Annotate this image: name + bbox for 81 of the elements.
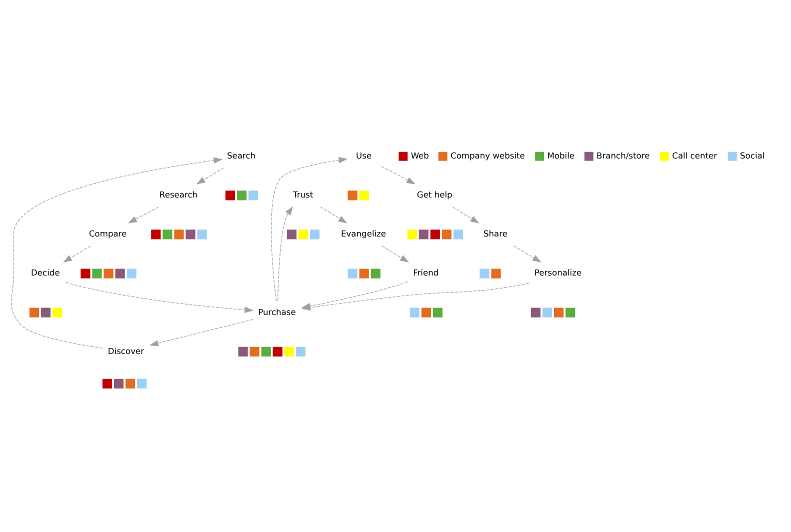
- node-box: [248, 190, 258, 200]
- node-box: [137, 378, 147, 388]
- node-text: Decide: [31, 267, 60, 278]
- legend-label: Branch/store: [596, 150, 650, 160]
- node-box: [359, 190, 369, 200]
- arrow: [271, 156, 348, 301]
- node-text: Research: [159, 189, 198, 200]
- node-box: [432, 307, 443, 317]
- arrow: [301, 280, 408, 309]
- node-text: Use: [356, 150, 372, 160]
- node-text: Trust: [292, 189, 314, 200]
- node-box: [348, 268, 358, 278]
- arrow: [320, 206, 348, 223]
- arrow: [11, 156, 223, 348]
- arrow: [149, 318, 254, 346]
- node-box: [421, 307, 431, 317]
- node-text: Share: [484, 228, 508, 238]
- legend-label: Call center: [672, 150, 718, 160]
- node-box: [126, 268, 136, 278]
- legend-label: Company website: [450, 150, 525, 160]
- node-box: [430, 229, 440, 239]
- node-box: [174, 229, 184, 239]
- node-box: [102, 378, 112, 388]
- node-box: [29, 307, 40, 317]
- arrow: [513, 244, 542, 262]
- node-box: [554, 307, 564, 317]
- node-box: [104, 268, 114, 278]
- node-box: [453, 229, 464, 239]
- node-box: [286, 229, 296, 239]
- arrow: [65, 281, 254, 312]
- node-box: [80, 268, 90, 278]
- node-box: [298, 229, 308, 239]
- node-text: Friend: [413, 267, 439, 278]
- node-text: Personalize: [534, 267, 582, 278]
- node-text: Search: [227, 150, 256, 160]
- node-text: Discover: [108, 345, 144, 356]
- node-text: Get help: [416, 189, 452, 200]
- node-box: [418, 229, 428, 239]
- arrow: [381, 165, 416, 184]
- node-box: [480, 268, 490, 278]
- node-box: [261, 346, 271, 356]
- node-box: [114, 378, 124, 388]
- node-box: [250, 346, 260, 356]
- node-box: [296, 346, 306, 356]
- node-box: [52, 307, 62, 317]
- node-box: [407, 229, 417, 239]
- legend-label: Mobile: [547, 150, 575, 160]
- node-text: Compare: [88, 228, 127, 238]
- node-box: [442, 229, 452, 239]
- node-box: [186, 229, 196, 239]
- node-box: [236, 190, 247, 200]
- node-box: [225, 190, 236, 200]
- legend-label: Social: [740, 150, 765, 160]
- node-box: [359, 268, 369, 278]
- node-box: [126, 378, 136, 388]
- arrow: [452, 206, 480, 223]
- node-text: Purchase: [258, 306, 296, 316]
- arrow: [196, 167, 224, 184]
- node-box: [530, 307, 541, 317]
- legend-label: Web: [410, 150, 429, 160]
- node-box: [566, 307, 576, 317]
- node-box: [410, 307, 420, 317]
- node-box: [348, 190, 358, 200]
- node-box: [162, 229, 172, 239]
- node-box: [197, 229, 207, 239]
- node-box: [92, 268, 102, 278]
- arrow: [277, 206, 294, 301]
- node-box: [542, 307, 552, 317]
- node-text: Evangelize: [341, 228, 386, 238]
- node-box: [370, 268, 380, 278]
- node-box: [310, 229, 320, 239]
- node-box: [272, 346, 282, 356]
- node-box: [284, 346, 294, 356]
- arrow: [128, 206, 159, 223]
- node-box: [491, 268, 501, 278]
- node-box: [115, 268, 125, 278]
- node-box: [40, 307, 51, 317]
- node-box: [238, 346, 248, 356]
- node-box: [151, 229, 161, 239]
- arrow: [382, 245, 410, 262]
- arrow: [63, 245, 91, 262]
